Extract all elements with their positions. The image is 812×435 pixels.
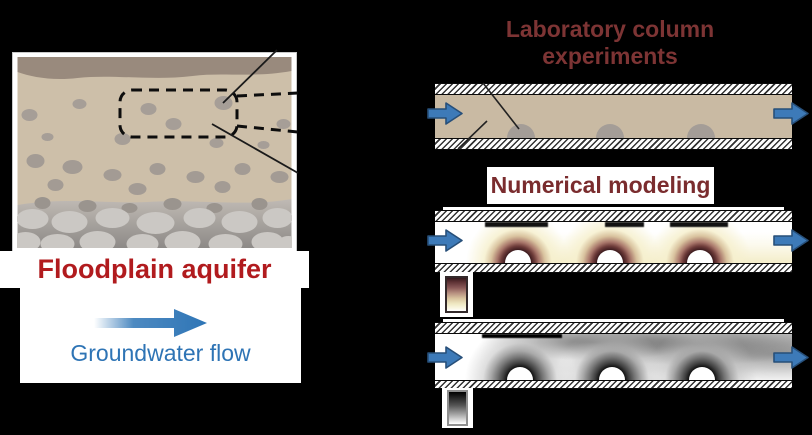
conservative-colorbar: [447, 390, 468, 426]
lab-title-line2: experiments: [542, 43, 678, 69]
lab-experiments-title: Laboratory column experiments: [455, 16, 765, 70]
outflow-arrow-icon: [773, 228, 810, 253]
numerical-modeling-title-box: Numerical modeling: [487, 167, 714, 204]
groundwater-flow-box: Groundwater flow: [20, 288, 301, 383]
model-column-reactive: [435, 207, 792, 273]
floodplain-caption-box: Floodplain aquifer: [0, 251, 309, 288]
model-grain: [507, 367, 533, 380]
laboratory-column-interior: [435, 95, 792, 138]
inflow-arrow-icon: [427, 228, 464, 253]
wall-deposit: [670, 222, 728, 227]
reactive-colorbar: [445, 276, 468, 313]
floodplain-photo-panel: [12, 52, 297, 253]
model-grain: [597, 250, 623, 263]
inflow-arrow-icon: [427, 345, 464, 370]
inflow-arrow-icon: [427, 101, 464, 126]
model-grain: [687, 250, 713, 263]
cobbles: [17, 208, 292, 248]
reactive-model-field: [435, 222, 792, 263]
model-grain: [505, 250, 531, 263]
sediment-grain: [507, 124, 535, 138]
column-wall-top: [435, 210, 792, 222]
sediment-grain: [687, 124, 715, 138]
outflow-arrow-icon: [773, 345, 810, 370]
sediment-grain: [596, 124, 624, 138]
reactive-colorbar-frame: [440, 272, 473, 317]
conservative-colorbar-frame: [442, 388, 473, 428]
floodplain-caption: Floodplain aquifer: [37, 254, 272, 284]
conservative-model-field: [435, 334, 792, 380]
transition-pebbles: [34, 197, 268, 213]
floodplain-sediment-illustration: [17, 57, 292, 248]
column-wall-top: [435, 83, 792, 95]
column-wall-top: [435, 322, 792, 334]
column-wall-bottom: [435, 138, 792, 150]
groundwater-flow-arrow-icon: [94, 309, 207, 337]
column-wall-bottom: [435, 380, 792, 389]
model-canvas-edge: [443, 319, 784, 323]
model-column-conservative: [435, 319, 792, 389]
laboratory-column: [435, 83, 792, 150]
wall-deposit: [605, 222, 644, 227]
lab-title-line1: Laboratory column: [505, 16, 715, 42]
column-wall-bottom: [435, 263, 792, 273]
model-canvas-edge: [443, 207, 784, 211]
groundwater-flow-label: Groundwater flow: [70, 340, 251, 366]
wall-deposit: [485, 222, 548, 227]
model-grain: [599, 367, 625, 380]
wall-deposit: [482, 334, 562, 338]
outflow-arrow-icon: [773, 101, 810, 126]
numerical-modeling-title: Numerical modeling: [490, 172, 711, 198]
model-grain: [689, 367, 715, 380]
